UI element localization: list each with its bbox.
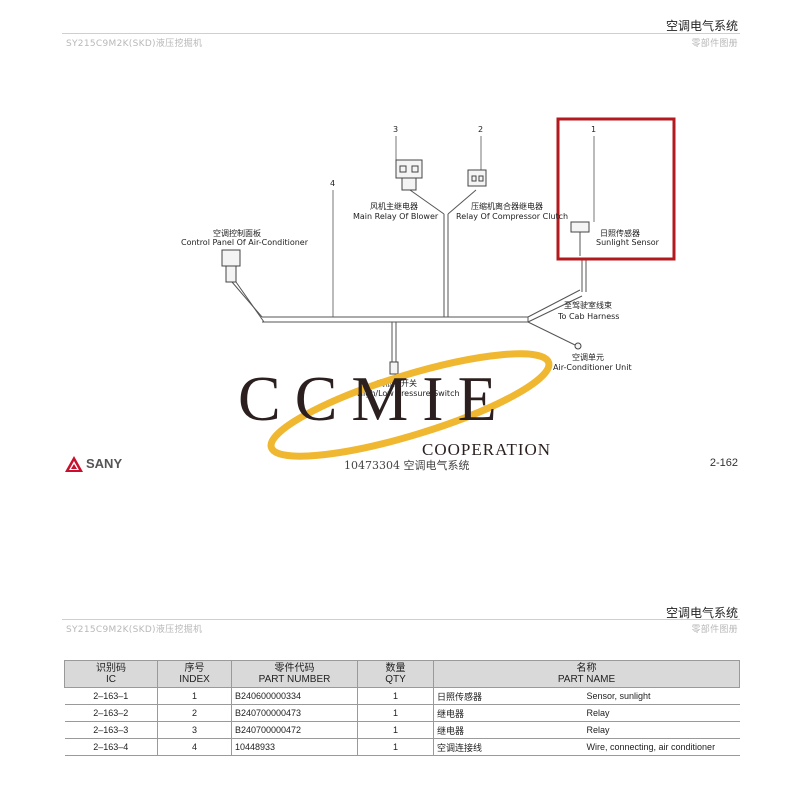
compressor-relay-label-en: Relay Of Compressor Clutch <box>456 212 569 221</box>
compressor-relay-label-cn: 压缩机离合器继电器 <box>471 202 543 211</box>
catalog-subtitle: 零部件图册 <box>691 39 738 49</box>
cell-name-en: Sensor, sunlight <box>583 687 740 705</box>
control-panel-label-en: Control Panel Of Air-Conditioner <box>181 238 308 247</box>
cell-part-number: B240700000472 <box>231 721 358 739</box>
cell-qty: 1 <box>357 687 434 705</box>
cell-part-number: B240600000334 <box>231 687 358 705</box>
wiring-diagram <box>221 117 676 375</box>
cell-part-number: B240700000473 <box>231 704 358 722</box>
page2-title: 空调电气系统 <box>665 606 738 620</box>
table-row: 2–163–4 4 10448933 1 空调连接线 Wire, connect… <box>64 738 740 756</box>
cell-ic: 2–163–4 <box>64 738 158 756</box>
sany-logo-icon <box>65 456 83 472</box>
control-panel-branch <box>231 281 263 318</box>
table-row: 2–163–1 1 B240600000334 1 日照传感器 Sensor, … <box>64 687 740 705</box>
cell-name-en: Relay <box>583 721 740 739</box>
pressure-switch-label-cn: 高低压开关 <box>377 379 417 388</box>
sunlight-sensor-body <box>570 221 590 233</box>
footer-document-title: 10473304 空调电气系统 <box>344 459 470 472</box>
cell-qty: 1 <box>357 738 434 756</box>
cell-index: 1 <box>157 687 232 705</box>
page-number: 2-162 <box>709 457 738 469</box>
page-title: 空调电气系统 <box>665 19 738 33</box>
cab-harness-label-en: To Cab Harness <box>558 312 620 321</box>
compressor-relay-connector <box>467 169 487 187</box>
cell-index: 2 <box>157 704 232 722</box>
pressure-switch-connector <box>389 361 399 375</box>
cell-name-cn: 继电器 <box>433 721 584 739</box>
cell-qty: 1 <box>357 721 434 739</box>
ac-unit-branch <box>527 321 576 346</box>
highlight-box <box>556 117 676 261</box>
page2-model-name: SY215C9M2K(SKD)液压挖掘机 <box>66 625 203 635</box>
cell-name-cn: 日照传感器 <box>433 687 584 705</box>
cell-part-number: 10448933 <box>231 738 358 756</box>
brand-name: SANY <box>86 456 123 471</box>
cab-harness-label-cn: 至驾驶室线束 <box>564 301 612 310</box>
cell-qty: 1 <box>357 704 434 722</box>
cell-ic: 2–163–3 <box>64 721 158 739</box>
cell-name-cn: 空调连接线 <box>433 738 584 756</box>
page2-header-divider <box>62 619 740 620</box>
pressure-switch-label-en: High/Low Pressure Switch <box>357 389 460 398</box>
ac-unit-label-en: Air-Conditioner Unit <box>553 363 632 372</box>
cell-ic: 2–163–1 <box>64 687 158 705</box>
cab-harness-branch <box>527 289 581 318</box>
ac-unit-label-cn: 空调单元 <box>572 353 604 362</box>
sunlight-sensor-label-cn: 日照传感器 <box>600 229 640 238</box>
control-panel-label-cn: 空调控制面板 <box>213 229 261 238</box>
index-label-4: 4 <box>330 179 336 188</box>
watermark-subtext: COOPERATION <box>422 440 552 459</box>
table-row: 2–163–2 2 B240700000473 1 继电器 Relay <box>64 704 740 722</box>
model-name: SY215C9M2K(SKD)液压挖掘机 <box>66 39 203 49</box>
cell-name-cn: 继电器 <box>433 704 584 722</box>
blower-relay-label-en: Main Relay Of Blower <box>353 212 439 221</box>
watermark-ellipse <box>267 350 553 460</box>
sunlight-sensor-label-en: Sunlight Sensor <box>596 238 659 247</box>
index-label-1: 1 <box>591 125 597 134</box>
cell-name-en: Wire, connecting, air conditioner <box>583 738 740 756</box>
cell-index: 4 <box>157 738 232 756</box>
cell-name-en: Relay <box>583 704 740 722</box>
cell-ic: 2–163–2 <box>64 704 158 722</box>
table-row: 2–163–3 3 B240700000472 1 继电器 Relay <box>64 721 740 739</box>
header-divider <box>62 33 740 34</box>
page2-catalog-subtitle: 零部件图册 <box>691 625 738 635</box>
index-label-3: 3 <box>393 125 399 134</box>
watermark-text: CCMIE <box>238 363 511 434</box>
control-panel-connector <box>221 249 241 267</box>
blower-relay-label-cn: 风机主继电器 <box>370 202 418 211</box>
cell-index: 3 <box>157 721 232 739</box>
index-label-2: 2 <box>478 125 484 134</box>
ac-unit-connector <box>574 342 582 350</box>
